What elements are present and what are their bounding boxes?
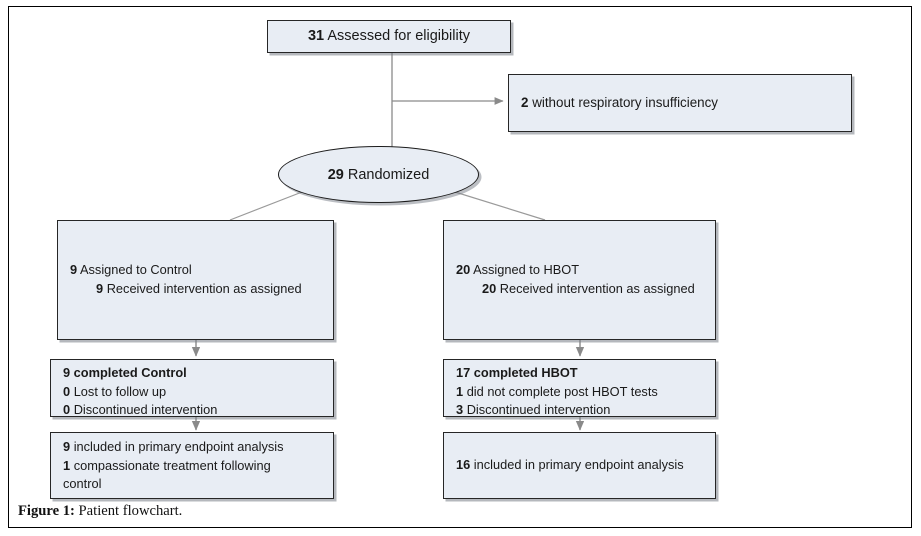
node-analysis-control-compassionate-label: compassionate treatment following <box>73 457 271 473</box>
node-completed-control-lost-label: Lost to follow up <box>73 383 167 399</box>
node-excluded-label: without respiratory insufficiency <box>532 95 719 111</box>
node-randomized-count: 29 <box>327 166 344 183</box>
node-assigned-hbot-label: Assigned to HBOT <box>473 262 580 278</box>
node-completed-hbot-incomplete-count: 1 <box>456 383 464 399</box>
node-completed-hbot-line1: 17 completed HBOT <box>456 364 703 383</box>
node-randomized-text: 29 Randomized <box>328 167 430 183</box>
node-randomized: 29 Randomized <box>278 146 479 203</box>
node-completed-control: 9 completed Control 0 Lost to follow up … <box>50 359 334 417</box>
node-analysis-hbot-label: included in primary endpoint analysis <box>473 457 684 473</box>
node-completed-hbot-discont-count: 3 <box>456 402 464 418</box>
node-assigned-hbot-line2: 20 Received intervention as assigned <box>456 280 703 299</box>
node-completed-control-line3: 0 Discontinued intervention <box>63 401 321 420</box>
node-completed-control-discont-count: 0 <box>63 402 71 418</box>
node-analysis-control-count: 9 <box>63 439 71 454</box>
node-completed-hbot-headline: 17 completed HBOT <box>456 365 578 380</box>
node-analysis-control-line3: control <box>63 475 321 494</box>
node-assessed-text: 31 Assessed for eligibility <box>308 26 470 47</box>
node-assigned-control-line2: 9 Received intervention as assigned <box>70 280 321 299</box>
node-analysis-control-line1: 9 included in primary endpoint analysis <box>63 438 321 457</box>
node-completed-hbot: 17 completed HBOT 1 did not complete pos… <box>443 359 716 417</box>
node-assigned-control-received-count: 9 <box>96 281 104 296</box>
node-assigned-control-line1: 9 Assigned to Control <box>70 261 321 280</box>
node-completed-hbot-line3: 3 Discontinued intervention <box>456 401 703 420</box>
node-excluded-count: 2 <box>521 95 529 111</box>
node-completed-control-line2: 0 Lost to follow up <box>63 383 321 402</box>
node-completed-control-lost-count: 0 <box>63 383 71 399</box>
node-assigned-hbot-line1: 20 Assigned to HBOT <box>456 261 703 280</box>
node-assigned-hbot-count: 20 <box>456 262 471 278</box>
node-analysis-hbot: 16 included in primary endpoint analysis <box>443 432 716 499</box>
node-completed-hbot-discont-label: Discontinued intervention <box>466 402 611 418</box>
node-analysis-control: 9 included in primary endpoint analysis … <box>50 432 334 499</box>
node-completed-control-headline: 9 completed Control <box>63 365 187 380</box>
node-completed-control-line1: 9 completed Control <box>63 364 321 383</box>
node-completed-control-discont-label: Discontinued intervention <box>73 402 218 418</box>
node-assigned-control-count: 9 <box>70 262 78 278</box>
node-assigned-hbot-received-label: Received intervention as assigned <box>499 281 695 296</box>
node-assessed-count: 31 <box>307 27 325 44</box>
node-assessed-for-eligibility: 31 Assessed for eligibility <box>267 20 511 53</box>
node-analysis-hbot-line1: 16 included in primary endpoint analysis <box>456 456 703 475</box>
figure-caption-label: Figure 1: <box>18 503 75 519</box>
node-analysis-control-label: included in primary endpoint analysis <box>73 439 284 454</box>
node-assigned-hbot-received-count: 20 <box>482 281 497 296</box>
figure-caption-text: Patient flowchart. <box>78 503 183 519</box>
node-randomized-label: Randomized <box>347 166 430 183</box>
edge-randomized-to-assigned-hbot <box>454 191 546 221</box>
node-assigned-hbot: 20 Assigned to HBOT 20 Received interven… <box>443 220 716 340</box>
figure-caption: Figure 1: Patient flowchart. <box>18 503 182 520</box>
node-completed-hbot-incomplete-label: did not complete post HBOT tests <box>466 383 658 399</box>
node-assigned-control-label: Assigned to Control <box>79 262 192 278</box>
node-analysis-control-continuation: control <box>63 476 102 492</box>
node-analysis-hbot-count: 16 <box>456 457 471 473</box>
node-analysis-control-line2: 1 compassionate treatment following <box>63 457 321 476</box>
node-completed-hbot-line2: 1 did not complete post HBOT tests <box>456 383 703 402</box>
node-assigned-control: 9 Assigned to Control 9 Received interve… <box>57 220 334 340</box>
node-assessed-label: Assessed for eligibility <box>327 27 471 44</box>
edge-randomized-to-assigned-control <box>229 191 303 221</box>
node-excluded-without-respiratory-insufficiency: 2 without respiratory insufficiency <box>508 74 852 132</box>
node-analysis-control-compassionate-count: 1 <box>63 457 71 473</box>
node-excluded-text: 2 without respiratory insufficiency <box>521 93 839 112</box>
node-assigned-control-received-label: Received intervention as assigned <box>106 281 302 296</box>
